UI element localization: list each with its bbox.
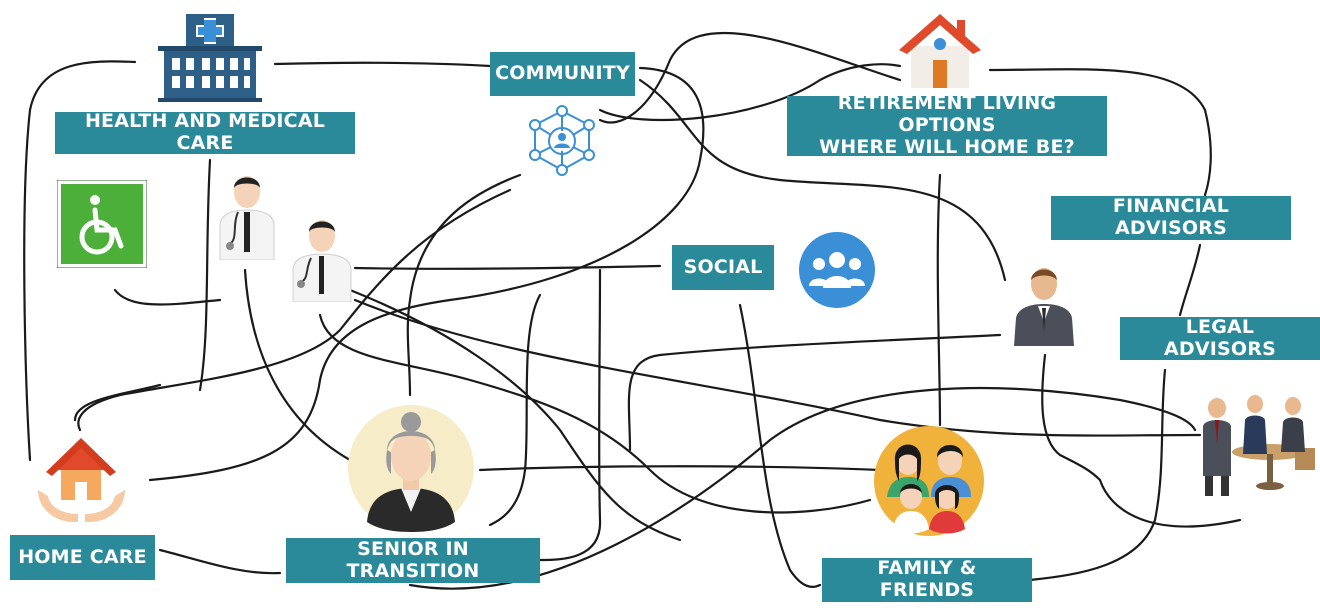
legal-team-icon (1195, 390, 1320, 500)
group-icon (797, 230, 877, 310)
family-friends-label: FAMILY & FRIENDS (822, 557, 1032, 602)
connection-line (198, 158, 212, 392)
connection-line (1178, 243, 1202, 317)
financial-advisors-label: FINANCIAL ADVISORS (1051, 195, 1291, 240)
connection-line (936, 173, 942, 427)
social-label: SOCIAL (672, 245, 774, 290)
wheelchair-icon (56, 179, 148, 269)
connection-line (406, 173, 522, 397)
connection-line (488, 293, 542, 527)
connection-line (73, 383, 162, 422)
advisor-icon (1012, 262, 1076, 346)
house-icon (895, 10, 985, 90)
doctor-icon (212, 168, 282, 261)
connection-line (598, 31, 902, 124)
legal-advisors-label: LEGAL ADVISORS (1120, 316, 1320, 360)
doctor-icon (287, 212, 357, 303)
connection-line (1041, 353, 1242, 528)
connection-line (408, 386, 1197, 590)
connection-line (353, 298, 1202, 437)
connection-line (158, 548, 282, 575)
connection-line (318, 313, 872, 514)
home-care-label: HOME CARE (10, 535, 155, 580)
connection-line (243, 268, 352, 462)
connection-line (988, 68, 1212, 197)
health-medical-care-label: HEALTH AND MEDICAL CARE (55, 110, 355, 154)
connection-line (738, 303, 822, 588)
connection-line (273, 61, 492, 68)
retirement-line2: WHERE WILL HOME BE? (819, 135, 1075, 158)
network-icon (525, 103, 600, 178)
connection-line (638, 78, 1007, 282)
connection-line (598, 63, 902, 122)
connection-line (148, 66, 705, 482)
connection-line (348, 288, 682, 542)
connection-line (113, 288, 222, 306)
connection-line (1028, 368, 1167, 582)
community-label: COMMUNITY (490, 52, 635, 96)
retirement-living-label: RETIREMENT LIVING OPTIONS WHERE WILL HOM… (787, 92, 1107, 158)
connection-line (353, 264, 662, 270)
home-in-hands-icon (34, 430, 129, 530)
connection-line (627, 333, 1002, 452)
senior-in-transition-label: SENIOR IN TRANSITION (286, 538, 540, 583)
retirement-line1: RETIREMENT LIVING OPTIONS (837, 92, 1057, 137)
connection-line (538, 268, 602, 562)
senior-woman-icon (347, 404, 475, 532)
connection-line (23, 60, 137, 462)
hospital-icon (158, 8, 263, 103)
connection-line (77, 188, 512, 432)
connection-line (478, 465, 882, 472)
family-icon (873, 425, 985, 537)
